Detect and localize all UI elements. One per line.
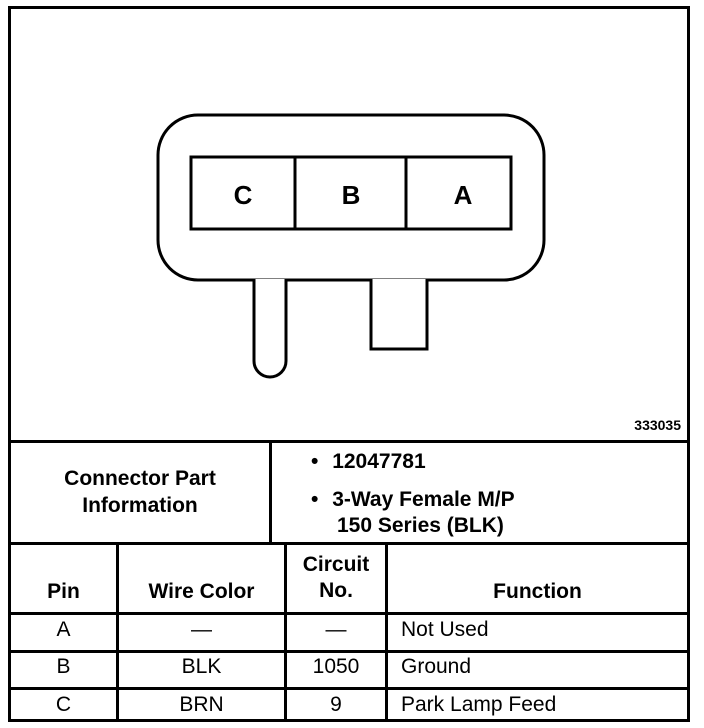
divider	[284, 542, 287, 722]
figure-id: 333035	[634, 417, 681, 433]
row-a-pin: A	[56, 618, 71, 641]
row-a-function: Not Used	[401, 618, 489, 641]
connector-frame: C B A 333035 Connector Part Information …	[8, 6, 690, 722]
row-b-wire-color: BLK	[181, 655, 222, 678]
row-c-pin: C	[55, 693, 72, 716]
bullet: •	[311, 488, 319, 511]
row-c-wire-color: BRN	[179, 693, 224, 716]
row-a-circuit: —	[325, 618, 347, 641]
divider	[11, 542, 687, 545]
divider	[11, 687, 687, 690]
key-tab	[369, 279, 429, 351]
part-number-line: • 12047781	[311, 450, 426, 474]
divider	[11, 612, 687, 615]
description-line-2: 150 Series (BLK)	[337, 514, 504, 538]
latch-tab	[252, 279, 288, 379]
cavity-label-a: A	[454, 180, 473, 210]
connector-housing	[156, 113, 546, 282]
description-line1: 3-Way Female M/P	[332, 488, 515, 511]
description-line2: 150 Series (BLK)	[337, 514, 504, 537]
divider	[11, 440, 687, 443]
cavity-label-c: C	[234, 180, 253, 210]
divider	[269, 440, 272, 545]
row-b-function: Ground	[401, 655, 472, 678]
divider	[11, 650, 687, 653]
connector-diagram: C B A 333035	[11, 9, 687, 443]
header-circuit-line1: Circuit	[302, 553, 370, 576]
header-pin: Pin	[47, 580, 80, 603]
header-circuit-line2: No.	[319, 579, 353, 602]
row-b-pin: B	[56, 655, 71, 678]
row-c-circuit: 9	[330, 693, 342, 716]
divider	[116, 542, 119, 722]
header-function: Function	[493, 580, 582, 603]
cavity-label-b: B	[342, 180, 361, 210]
divider	[385, 542, 388, 722]
part-number: 12047781	[332, 450, 426, 473]
row-b-circuit: 1050	[312, 655, 360, 678]
cavity-block	[189, 155, 513, 231]
header-circuit-no: Circuit No.	[287, 552, 385, 604]
row-a-wire-color: —	[191, 618, 212, 641]
connector-drawing: C B A	[156, 113, 546, 379]
bullet: •	[311, 450, 319, 473]
info-label-line2: Information	[82, 494, 198, 517]
row-c-function: Park Lamp Feed	[401, 693, 557, 716]
header-wire-color: Wire Color	[148, 580, 255, 603]
description-line: • 3-Way Female M/P	[311, 488, 515, 512]
info-label-line1: Connector Part	[64, 467, 216, 490]
connector-part-info-label: Connector Part Information	[11, 465, 269, 519]
